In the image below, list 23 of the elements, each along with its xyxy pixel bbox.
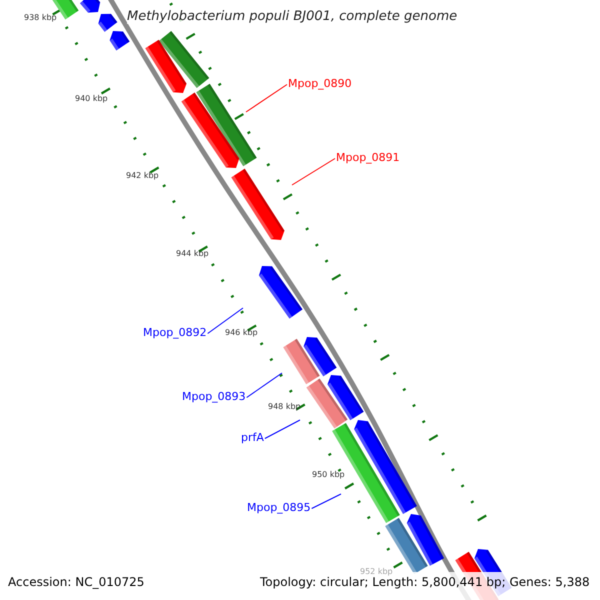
tick-label: 950 kbp [312, 470, 345, 480]
gene-name-label: Mpop_0893 [182, 390, 246, 403]
leader-line [311, 494, 342, 509]
tick-label: 952 kbp [360, 567, 393, 576]
gene-name-label: Mpop_0891 [336, 151, 400, 164]
tick-label: 942 kbp [126, 171, 159, 181]
gene-name-label: Mpop_0890 [288, 77, 352, 90]
leader-line [207, 308, 244, 334]
tick-label: 944 kbp [176, 249, 209, 259]
gene-name-label: Mpop_0895 [247, 501, 311, 514]
title: Methylobacterium populi BJ001, complete genome [127, 9, 458, 24]
genome-info-text: Topology: circular; Length: 5,800,441 bp; Genes: 5,388 [260, 575, 590, 589]
tick-label: 946 kbp [225, 328, 258, 338]
accession-text: Accession: NC_010725 [8, 575, 144, 589]
tick-label: 948 kbp [268, 402, 301, 412]
gene-name-label: prfA [241, 431, 264, 444]
tick-label: 938 kbp [24, 13, 57, 23]
leader-line [292, 158, 336, 186]
gene-name-label: Mpop_0892 [143, 326, 207, 339]
leader-line [246, 372, 282, 398]
tick-label: 940 kbp [75, 94, 108, 104]
leader-line [264, 420, 300, 439]
leader-line [246, 84, 288, 112]
